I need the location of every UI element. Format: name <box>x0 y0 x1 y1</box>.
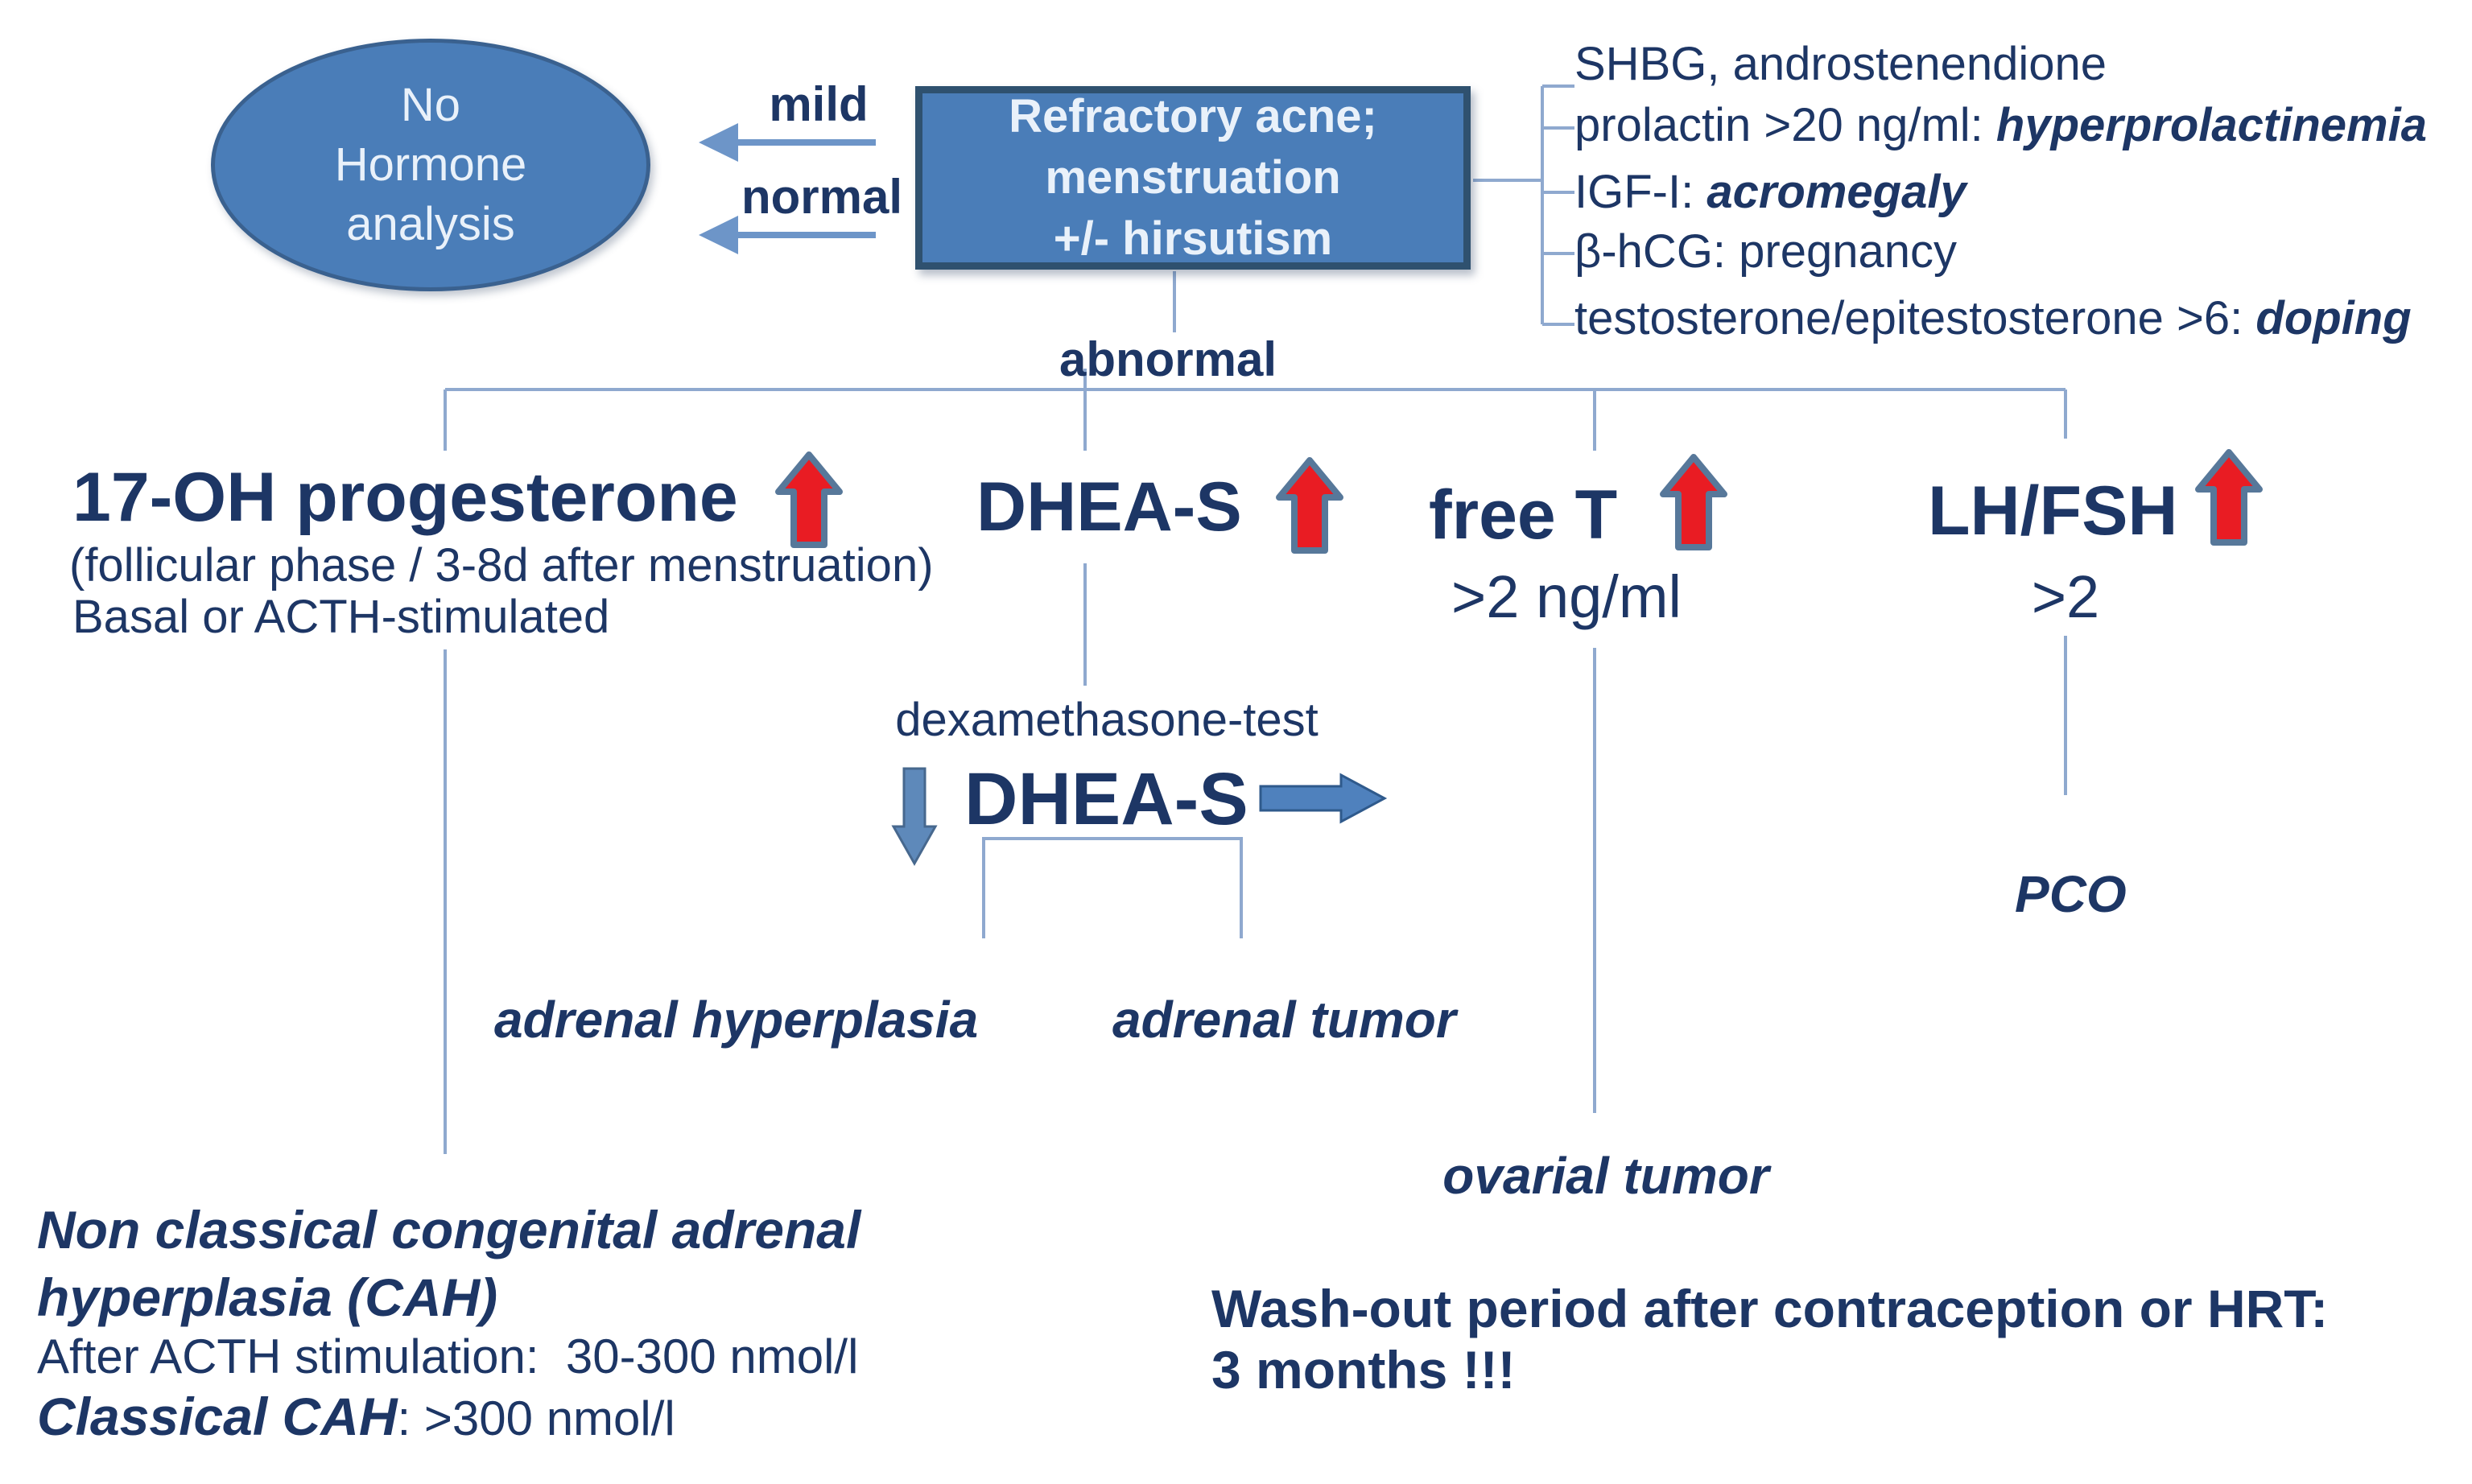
box-line-3: +/- hirsutism <box>1053 212 1333 265</box>
cah-note-line4-rest: : >300 nmol/l <box>397 1391 675 1445</box>
list-item-prolactin: prolactin >20 ng/ml: hyperprolactinemia <box>1574 101 2427 150</box>
dex-test-label: dexamethasone-test <box>895 694 1319 746</box>
mild-left-arrow-icon <box>699 123 876 162</box>
list-item-bhcg: β-hCG: pregnancy <box>1574 227 1957 276</box>
list-item-testosterone-text: testosterone/epitestosterone >6: <box>1574 292 2256 344</box>
branch-17ohp-note1: (follicular phase / 3-8d after menstruat… <box>69 539 934 592</box>
list-item-bhcg-text: β-hCG: pregnancy <box>1574 225 1958 278</box>
box-line-1: Refractory acne; <box>1009 90 1377 142</box>
ellipse-line-1: No <box>400 79 461 131</box>
cah-note-line4: Classical CAH: >300 nmol/l <box>37 1387 675 1446</box>
cah-note-line1: Non classical congenital adrenal <box>37 1200 861 1259</box>
list-item-prolactin-text: prolactin >20 ng/ml: <box>1574 99 1996 151</box>
abnormal-label: abnormal <box>1059 332 1277 386</box>
branch-title-freet: free T <box>1429 476 1618 554</box>
branch-title-dheas: DHEA-S <box>976 468 1242 546</box>
list-item-testosterone: testosterone/epitestosterone >6: doping <box>1574 294 2412 343</box>
outcome-adrenal-tumor: adrenal tumor <box>1112 991 1456 1049</box>
dheas-result-bracket <box>982 837 1243 938</box>
ellipse-line-3: analysis <box>346 198 515 250</box>
dex-result-title: DHEA-S <box>964 758 1248 840</box>
list-item-shbg: SHBG, androstenendione <box>1574 39 2107 89</box>
no-hormone-analysis-ellipse: No Hormone analysis <box>211 39 650 291</box>
branch-title-lhfsh: LH/FSH <box>1928 472 2178 550</box>
mild-label: mild <box>769 77 869 131</box>
washout-note-line2: 3 months !!! <box>1211 1340 1516 1399</box>
list-item-shbg-text: SHBG, androstenendione <box>1574 38 2107 90</box>
list-item-igf-text: IGF-I: <box>1574 166 1707 218</box>
cah-note-line3: After ACTH stimulation: 30-300 nmol/l <box>37 1329 859 1383</box>
lhfsh-up-arrow-icon <box>2195 449 2263 546</box>
branch-lhfsh-threshold: >2 <box>2031 563 2100 630</box>
dheas-down-arrow-icon <box>891 767 938 867</box>
list-item-testosterone-em: doping <box>2255 292 2412 344</box>
list-item-igf-em: acromegaly <box>1706 166 1966 218</box>
cah-note-line2: hyperplasia (CAH) <box>37 1268 498 1327</box>
list-item-igf: IGF-I: acromegaly <box>1574 167 1966 216</box>
normal-left-arrow-icon <box>699 216 876 254</box>
dheas-up-arrow-icon <box>1276 457 1343 554</box>
refractory-acne-box: Refractory acne; menstruation +/- hirsut… <box>915 86 1471 270</box>
box-line-2: menstruation <box>1045 151 1341 204</box>
17ohp-up-arrow-icon <box>775 451 843 548</box>
branch-freet-threshold: >2 ng/ml <box>1451 563 1682 630</box>
list-item-prolactin-em: hyperprolactinemia <box>1995 99 2427 151</box>
branch-title-17ohp: 17-OH progesterone <box>72 459 738 536</box>
outcome-ovarial-tumor: ovarial tumor <box>1442 1147 1769 1205</box>
outcome-pco: PCO <box>2015 865 2127 923</box>
cah-note-line4-em: Classical CAH <box>37 1387 398 1446</box>
freet-up-arrow-icon <box>1660 454 1727 550</box>
outcome-adrenal-hyperplasia: adrenal hyperplasia <box>494 991 979 1049</box>
dheas-right-arrow-icon <box>1259 773 1388 824</box>
ellipse-line-2: Hormone <box>334 138 527 191</box>
branch-17ohp-note2: Basal or ACTH-stimulated <box>72 591 610 643</box>
normal-label: normal <box>741 170 903 224</box>
washout-note-line1: Wash-out period after contraception or H… <box>1211 1279 2329 1338</box>
